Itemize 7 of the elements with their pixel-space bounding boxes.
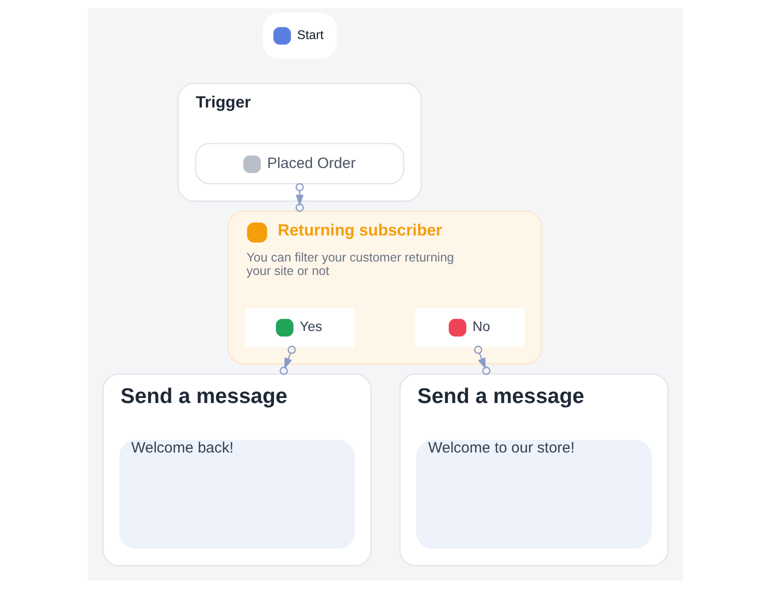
arrow	[280, 346, 296, 375]
node-box: Yes	[245, 308, 354, 348]
node-box: No	[416, 308, 525, 348]
node-box: Start	[262, 12, 337, 59]
node-box: Placed Order	[195, 142, 404, 184]
arrow	[296, 183, 304, 212]
arrow	[474, 346, 490, 375]
